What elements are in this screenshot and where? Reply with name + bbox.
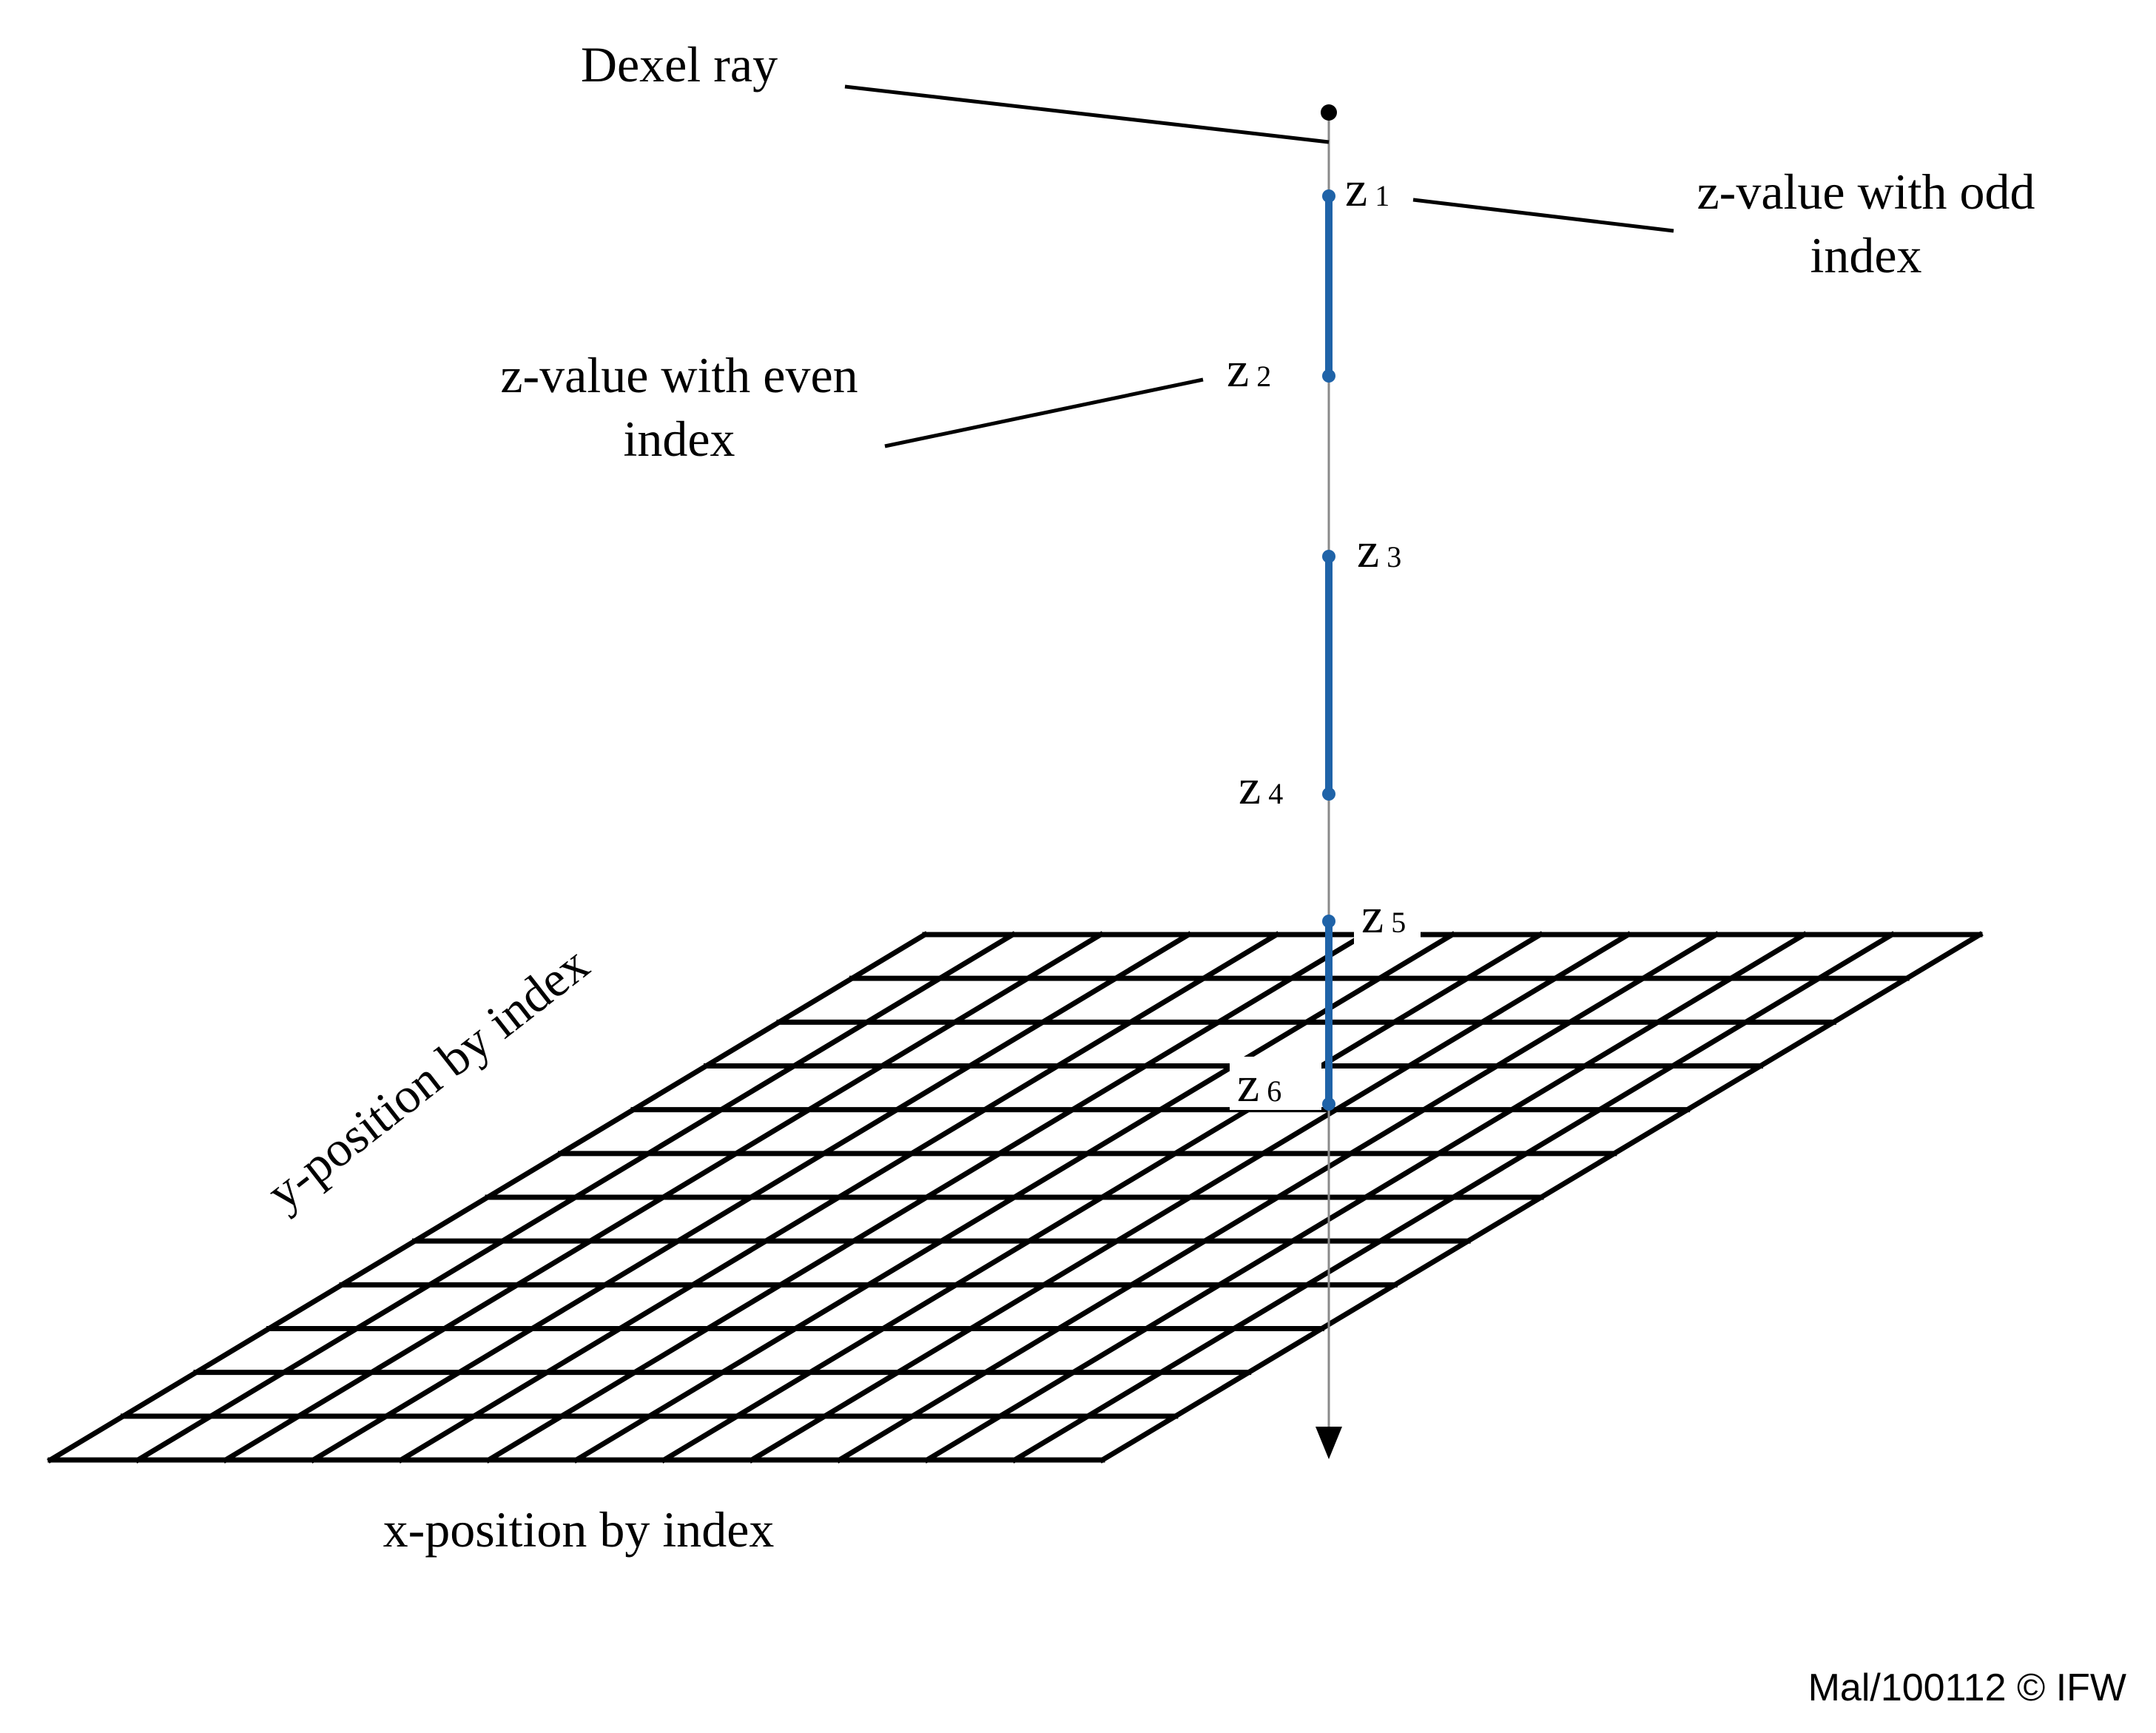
grid-column-line <box>222 931 1105 1464</box>
point-z4 <box>1322 787 1335 801</box>
dexel-ray-origin <box>1321 104 1337 121</box>
grid-column-line <box>923 931 1808 1464</box>
odd-index-label-line2: index <box>1810 227 1921 283</box>
dexel-ray-label: Dexel ray <box>581 36 778 92</box>
grid-column-line <box>573 931 1456 1464</box>
grid-column-line <box>1011 931 1896 1464</box>
grid-column-line <box>835 931 1720 1464</box>
grid-column-line <box>1099 931 1984 1464</box>
grid-column-line <box>134 931 1017 1464</box>
point-z3 <box>1322 550 1335 563</box>
grid-column-line <box>748 931 1632 1464</box>
odd-index-label-line1: z-value with odd <box>1697 164 2035 220</box>
point-z1 <box>1322 189 1335 203</box>
even-index-leader <box>884 377 1204 448</box>
x-axis-label: x-position by index <box>383 1501 775 1558</box>
even-index-label-line1: z-value with even <box>500 347 858 403</box>
xy-grid <box>47 931 1984 1464</box>
credit-label: Mal/100112 © IFW <box>1808 1666 2126 1709</box>
dexel-ray-leader <box>844 84 1330 144</box>
even-index-label-line2: index <box>623 411 735 467</box>
z5-label-bg <box>1354 904 1421 949</box>
dexel-ray-arrowhead <box>1316 1427 1342 1459</box>
point-z5 <box>1322 915 1335 928</box>
z6-label-bg <box>1230 1057 1321 1110</box>
odd-index-leader <box>1412 198 1674 233</box>
grid-column-line <box>309 931 1193 1464</box>
grid-column-line <box>47 931 929 1464</box>
point-z2 <box>1322 369 1335 383</box>
material-segments <box>1322 189 1335 1111</box>
point-z6 <box>1322 1097 1335 1111</box>
y-axis-label: y-position by index <box>256 935 599 1220</box>
grid-column-line <box>397 931 1281 1464</box>
grid-column-line <box>485 931 1368 1464</box>
grid-column-line <box>660 931 1544 1464</box>
